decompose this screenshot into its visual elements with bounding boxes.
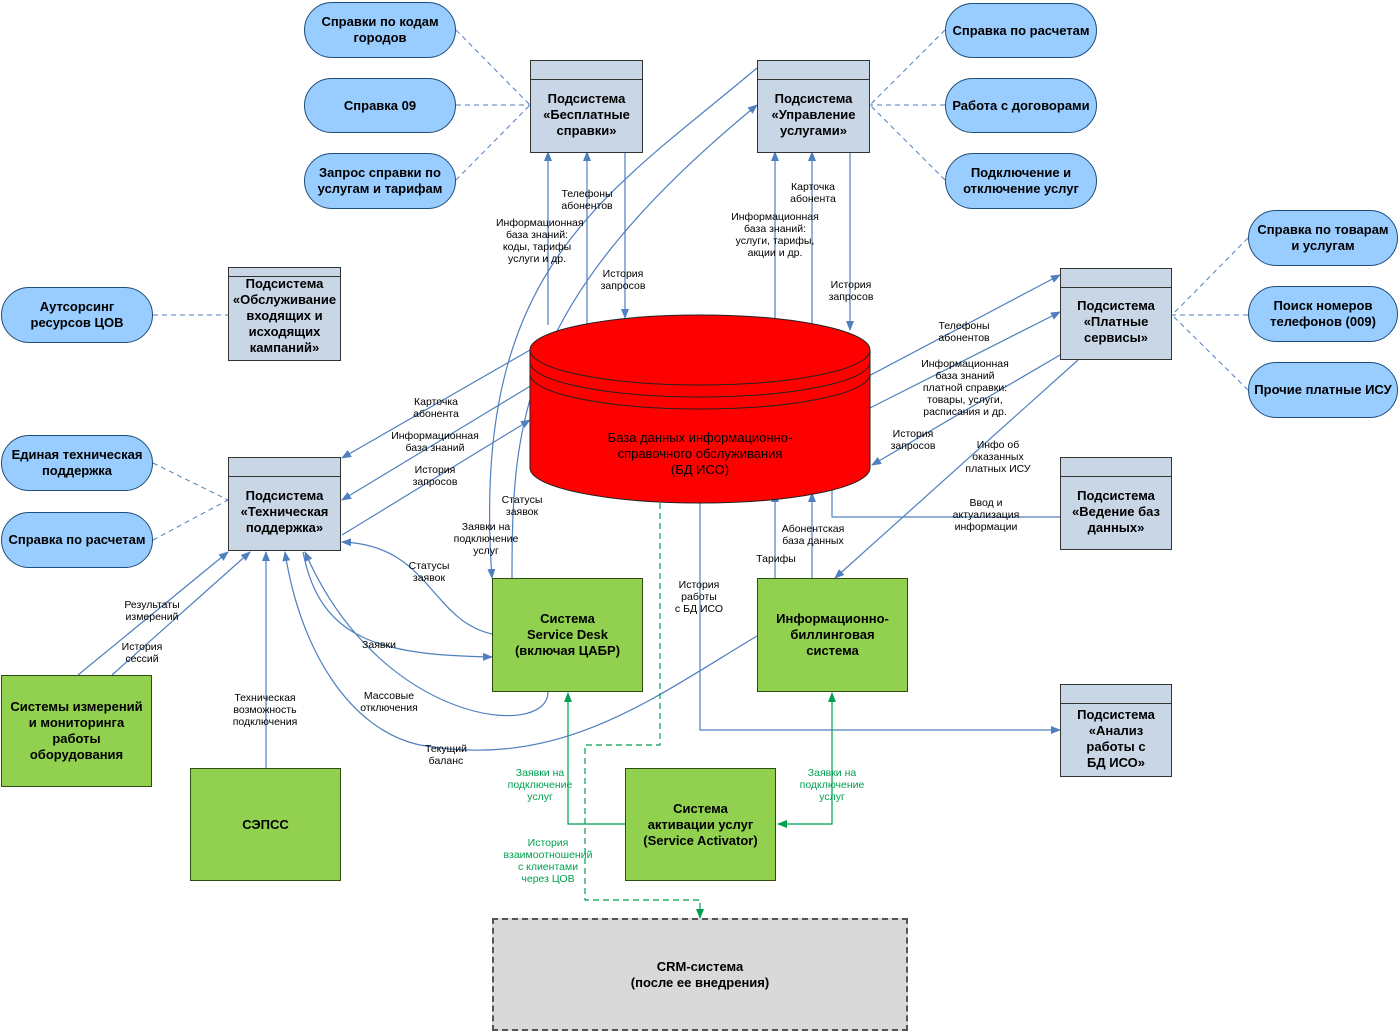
svc-contracts-node[interactable]: Работа с договорами bbox=[945, 78, 1097, 133]
label-hist-iso: История работы с БД ИСО bbox=[674, 579, 724, 615]
label-kb-svc: Информационная база знаний: услуги, тари… bbox=[731, 211, 819, 259]
svc-connect-node[interactable]: Подключение и отключение услуг bbox=[945, 153, 1097, 209]
sub-header bbox=[758, 61, 869, 80]
label-hist-svc: История запросов bbox=[828, 279, 874, 303]
label-req-conn-green-right: Заявки на подключение услуг bbox=[799, 767, 865, 803]
label-status-db: Статусы заявок bbox=[501, 494, 543, 518]
sub-campaigns-label: Подсистема «Обслуживание входящих и исхо… bbox=[232, 276, 337, 355]
label-status-tech: Статусы заявок bbox=[408, 560, 450, 584]
label-tech-possible: Техническая возможность подключения bbox=[232, 692, 298, 728]
label-tariffs: Тарифы bbox=[756, 553, 796, 565]
service-desk-node[interactable]: Система Service Desk (включая ЦАБР) bbox=[492, 578, 643, 692]
svc-calc-node[interactable]: Справка по расчетам bbox=[945, 3, 1097, 58]
measurement-node[interactable]: Системы измерений и мониторинга работы о… bbox=[1, 675, 152, 787]
sub-dbmaint-label: Подсистема «Ведение баз данных» bbox=[1072, 487, 1160, 535]
label-card-svc: Карточка абонента bbox=[790, 181, 836, 205]
label-requests: Заявки bbox=[362, 639, 396, 651]
outsourcing-node[interactable]: Аутсорсинг ресурсов ЦОВ bbox=[1, 287, 153, 343]
label-phones-free: Телефоны абонентов bbox=[561, 188, 613, 212]
seps-node[interactable]: СЭПСС bbox=[190, 768, 341, 881]
label-hist-paid: История запросов bbox=[890, 428, 936, 452]
sub-free-label: Подсистема «Бесплатные справки» bbox=[543, 90, 630, 138]
crm-node[interactable]: CRM-система (после ее внедрения) bbox=[492, 918, 908, 1031]
label-req-conn-green-left: Заявки на подключение услуг bbox=[507, 767, 573, 803]
free-09-node[interactable]: Справка 09 bbox=[304, 78, 456, 133]
sub-tech-node[interactable]: Подсистема «Техническая поддержка» bbox=[228, 457, 341, 551]
database-label[interactable]: База данных информационно- справочного о… bbox=[607, 430, 793, 477]
sub-paid-label: Подсистема «Платные сервисы» bbox=[1077, 298, 1155, 345]
label-req-conn-sd: Заявки на подключение услуг bbox=[453, 521, 519, 557]
sub-header bbox=[229, 458, 340, 477]
sub-analysis-label: Подсистема «Анализ работы с БД ИСО» bbox=[1077, 706, 1155, 770]
label-kb-free: Информационная база знаний: коды, тарифы… bbox=[496, 217, 584, 265]
label-results: Результаты измерений bbox=[124, 599, 180, 623]
label-kb-paid: Информационная база знаний платной справ… bbox=[921, 358, 1009, 418]
label-mass-off: Массовые отключения bbox=[360, 690, 418, 714]
sub-header bbox=[1061, 685, 1171, 704]
sub-paid-node[interactable]: Подсистема «Платные сервисы» bbox=[1060, 268, 1172, 360]
sub-header bbox=[1061, 269, 1171, 288]
sub-header bbox=[229, 268, 340, 277]
sub-tech-label: Подсистема «Техническая поддержка» bbox=[240, 488, 329, 535]
free-tariff-node[interactable]: Запрос справки по услугам и тарифам bbox=[304, 153, 456, 209]
free-city-codes-node[interactable]: Справки по кодам городов bbox=[304, 2, 456, 58]
sub-free-node[interactable]: Подсистема «Бесплатные справки» bbox=[530, 60, 643, 153]
label-balance: Текущий баланс bbox=[425, 743, 467, 767]
label-hist-tech: История запросов bbox=[412, 464, 458, 488]
sub-analysis-node[interactable]: Подсистема «Анализ работы с БД ИСО» bbox=[1060, 684, 1172, 777]
label-card-tech: Карточка абонента bbox=[413, 396, 459, 420]
sub-campaigns-node[interactable]: Подсистема «Обслуживание входящих и исхо… bbox=[228, 267, 341, 361]
paid-other-node[interactable]: Прочие платные ИСУ bbox=[1248, 362, 1398, 418]
label-sessions: История сессий bbox=[121, 641, 163, 665]
label-phones-paid: Телефоны абонентов bbox=[938, 320, 990, 344]
sub-header bbox=[1061, 458, 1171, 477]
label-kb-tech: Информационная база знаний bbox=[391, 430, 479, 454]
paid-goods-node[interactable]: Справка по товарам и услугам bbox=[1248, 210, 1398, 266]
sub-service-node[interactable]: Подсистема «Управление услугами» bbox=[757, 60, 870, 153]
sub-header bbox=[531, 61, 642, 80]
label-crm-history: История взаимоотношений с клиентами чере… bbox=[503, 837, 593, 885]
activator-node[interactable]: Система активации услуг (Service Activat… bbox=[625, 768, 776, 881]
paid-phones-node[interactable]: Поиск номеров телефонов (009) bbox=[1248, 286, 1398, 342]
label-abon-db: Абонентская база данных bbox=[781, 523, 845, 547]
sub-service-label: Подсистема «Управление услугами» bbox=[771, 90, 856, 138]
tech-calc-node[interactable]: Справка по расчетам bbox=[1, 512, 153, 568]
label-info-paid: Инфо об оказанных платных ИСУ bbox=[965, 439, 1031, 475]
label-hist-free: История запросов bbox=[600, 268, 646, 292]
billing-node[interactable]: Информационно- биллинговая система bbox=[757, 578, 908, 692]
tech-unified-node[interactable]: Единая техническая поддержка bbox=[1, 435, 153, 491]
sub-dbmaint-node[interactable]: Подсистема «Ведение баз данных» bbox=[1060, 457, 1172, 550]
label-input-upd: Ввод и актуализация информации bbox=[952, 497, 1020, 533]
